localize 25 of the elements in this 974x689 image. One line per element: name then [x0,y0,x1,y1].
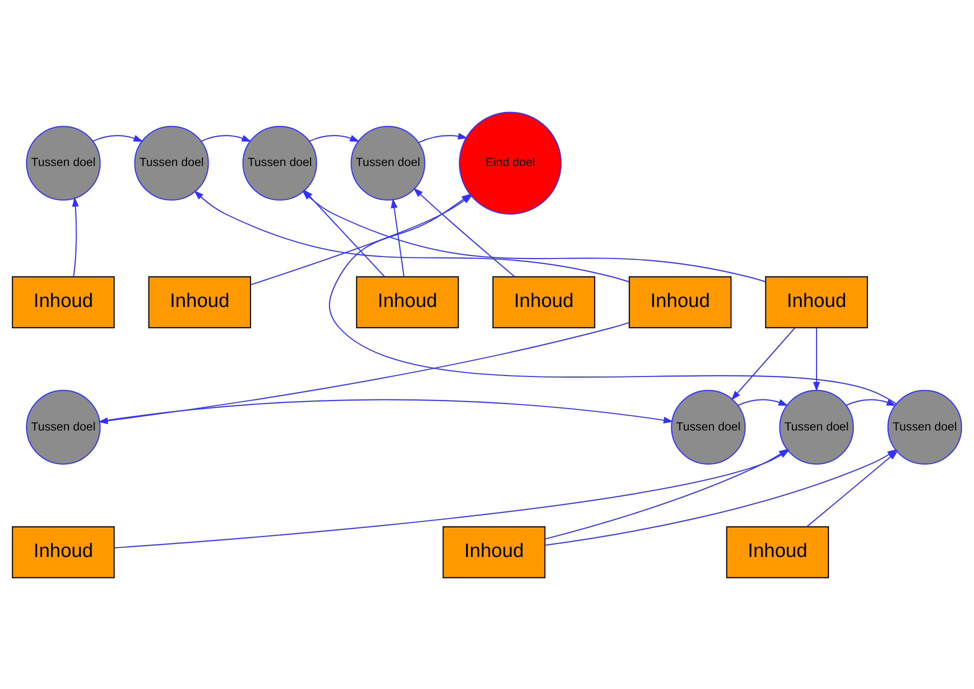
arrow [813,327,820,392]
node-circle: Tussen doel [350,125,426,200]
arrow [418,132,468,142]
node-box: Inhoud [492,276,596,328]
node-box: Inhoud [12,526,115,578]
node-box: Inhoud [628,276,732,328]
node-box: Inhoud [356,276,459,328]
arrow [738,398,788,406]
node-box: Inhoud [148,276,252,328]
node-box: Inhoud [442,526,546,578]
arrow [390,198,404,276]
node-box: Inhoud [765,276,868,328]
arrow [200,134,252,142]
node-box: Inhoud [12,276,115,328]
arrow [100,398,674,424]
arrow [846,398,896,406]
arrow [806,450,898,526]
node-circle: Tussen doel [26,389,101,464]
node-circle: Tussen doel [26,125,101,200]
arrow [309,134,360,142]
arrow [413,187,515,277]
arrow [92,134,144,142]
arrow [731,327,796,400]
node-box: Inhoud [726,526,829,578]
arrow [72,196,79,276]
